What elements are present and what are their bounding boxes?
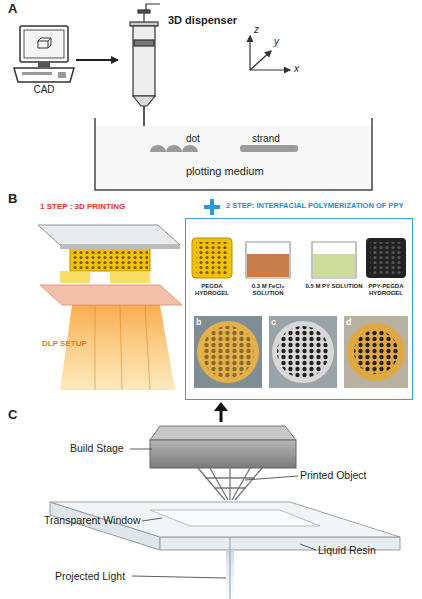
plus-sign [204,199,220,215]
sample-photos [194,316,408,388]
text-label: z [254,24,259,35]
plotting-tank [95,118,372,190]
text-label: plotting medium [186,165,264,177]
text-label: Printed Object [300,470,367,482]
axis-arrows [250,36,290,70]
dispenser-node: 3D dispenser [118,10,238,110]
panel-letter: A [8,2,17,16]
printed-object [198,468,262,500]
text-label: Transparent Window [44,515,140,527]
build-stage [150,402,296,468]
computer-illustration [14,26,74,82]
step2-icons [192,238,406,278]
flow-arrow [76,59,118,61]
text-label: 0.3 M FeCl₃ SOLUTION [236,283,300,296]
text-label: b [196,318,202,328]
text-label: d [346,318,352,328]
text-label: dot [186,133,200,144]
panel-letter: C [8,408,17,422]
text-label: Projected Light [55,571,125,583]
text-label: PEGDA HYDROGEL [186,283,238,296]
step-box: 2 STEP: INTERFACIAL POLYMERIZATION OF PP… [185,218,413,400]
node-text: 2 STEP: INTERFACIAL POLYMERIZATION OF PP… [226,202,403,210]
text-label: strand [252,133,280,144]
text-label: DLP SETUP [42,340,87,349]
computer-node: CAD [12,20,76,100]
node-text: 3D dispenser [168,14,237,26]
node-text: CAD [12,84,76,95]
text-label: x [294,63,299,74]
text-label: 0.5 M PY SOLUTION [302,283,366,290]
text-label: PPY-PEGDA HYDROGEL [358,283,414,296]
panel-letter: B [8,192,17,206]
leader-lines [130,449,316,578]
text-label: Build Stage [70,443,124,455]
text-label: Liquid Resin [318,545,376,557]
text-label: y [274,36,279,47]
dispenser-syringe [130,4,160,128]
text-label: c [271,318,276,328]
text-label: 1 STEP : 3D PRINTING [40,203,125,212]
dlp-setup-illustration [38,225,182,390]
